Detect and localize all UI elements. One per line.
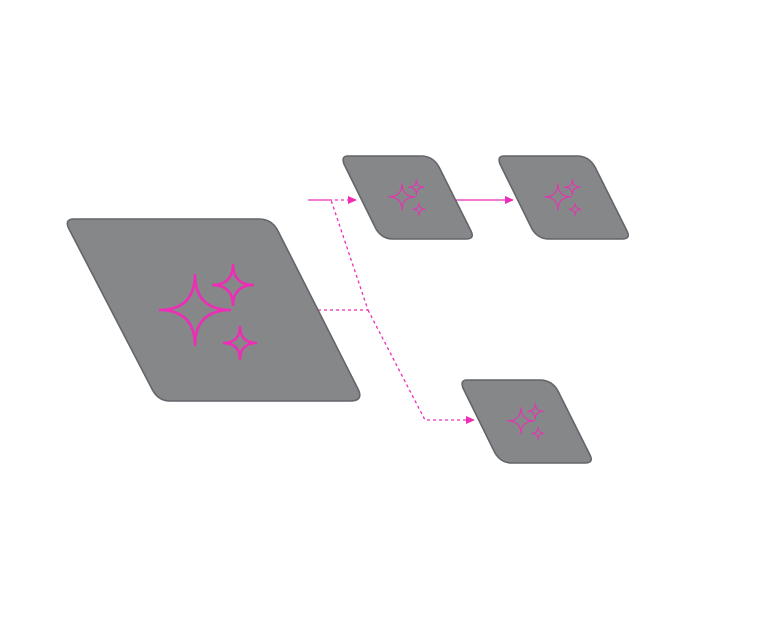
node-target-top-shape — [342, 155, 473, 240]
node-target-top — [342, 155, 473, 240]
node-source — [66, 218, 361, 402]
node-target-bottom — [461, 379, 592, 464]
node-target-top-right-shape — [498, 155, 629, 240]
node-target-bottom-shape — [461, 379, 592, 464]
edge-source-to-top — [308, 196, 369, 311]
node-target-top-right — [498, 155, 629, 240]
node-source-shape — [66, 218, 361, 402]
edges — [308, 196, 514, 424]
edge-source-to-bottom — [367, 309, 475, 424]
